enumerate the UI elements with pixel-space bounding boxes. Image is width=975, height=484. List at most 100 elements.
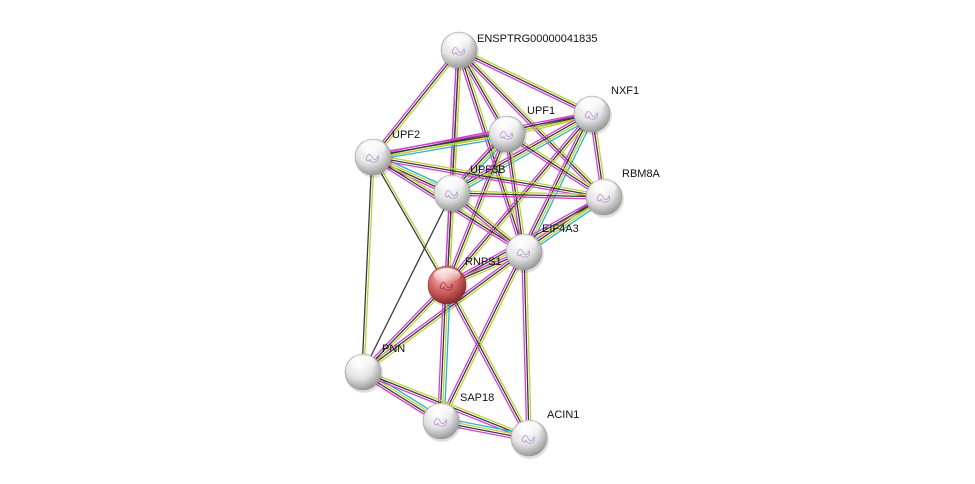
edge-rnps1-acin1[interactable] xyxy=(444,283,532,440)
edge-line-magenta xyxy=(521,252,528,439)
node-eif4a3[interactable]: EIF4A3 xyxy=(505,223,579,273)
node-sap18[interactable]: SAP18 xyxy=(422,392,494,442)
edge-line-green xyxy=(525,251,532,438)
edge-line-black xyxy=(446,133,508,286)
node-label: RBM8A xyxy=(622,168,661,180)
edge-upf1-upf2[interactable] xyxy=(372,130,508,161)
edge-line-black xyxy=(446,113,593,286)
node-upf1[interactable]: UPF1 xyxy=(488,105,555,155)
edge-ensptrg00000041835-upf2[interactable] xyxy=(370,48,462,159)
node-upf2[interactable]: UPF2 xyxy=(354,129,420,178)
edge-nxf1-upf3b[interactable] xyxy=(450,110,594,197)
node-ensptrg00000041835[interactable]: ENSPTRG00000041835 xyxy=(440,31,597,71)
node-label: UPF3B xyxy=(470,164,505,176)
node-upf3b[interactable]: UPF3B xyxy=(433,164,505,214)
node-label: UPF1 xyxy=(527,105,555,117)
edge-line-green xyxy=(459,47,594,113)
edge-line-magenta xyxy=(504,134,523,253)
node-label: RNPS1 xyxy=(465,256,502,268)
edge-line-black xyxy=(451,112,592,193)
node-rbm8a[interactable]: RBM8A xyxy=(585,168,661,218)
node-gloss xyxy=(428,405,454,419)
node-gloss xyxy=(446,34,472,48)
edge-line-green xyxy=(452,114,593,195)
edge-line-magenta xyxy=(360,283,446,371)
edges-layer xyxy=(360,47,607,442)
edge-line-magenta xyxy=(437,284,445,421)
edge-line-black xyxy=(506,133,605,198)
edge-upf3b-rbm8a[interactable] xyxy=(451,190,605,200)
protein-structure-icon xyxy=(499,131,513,140)
node-gloss xyxy=(360,141,386,155)
edge-line-green xyxy=(364,286,450,374)
edge-line-cyan xyxy=(443,285,451,422)
edge-line-black xyxy=(362,192,453,373)
edge-line-magenta xyxy=(457,51,592,117)
edge-rnps1-sap18[interactable] xyxy=(437,284,451,422)
edge-line-green xyxy=(441,285,449,422)
edge-line-black xyxy=(372,156,605,198)
node-gloss xyxy=(579,98,605,112)
edge-line-magenta xyxy=(372,158,604,200)
node-label: ACIN1 xyxy=(547,409,579,421)
edge-rnps1-pnn[interactable] xyxy=(360,283,450,374)
edge-line-magenta xyxy=(451,194,604,200)
edge-line-green xyxy=(442,252,527,423)
edge-line-black xyxy=(440,251,525,422)
edge-line-black xyxy=(458,49,593,115)
edge-line-black xyxy=(362,284,448,373)
node-gloss xyxy=(433,268,461,283)
edge-line-black xyxy=(522,113,592,252)
edge-line-cyan xyxy=(526,115,596,254)
node-gloss xyxy=(350,356,376,370)
edge-line-cyan xyxy=(373,136,508,161)
edge-eif4a3-acin1[interactable] xyxy=(521,251,532,439)
edge-line-black xyxy=(362,251,525,373)
edge-line-green xyxy=(448,134,510,287)
edge-line-green xyxy=(373,134,508,159)
node-label: EIF4A3 xyxy=(542,223,579,235)
edge-upf1-rbm8a[interactable] xyxy=(505,131,606,200)
edge-line-magenta xyxy=(520,112,590,251)
edge-nxf1-eif4a3[interactable] xyxy=(520,112,596,254)
protein-structure-icon xyxy=(584,111,598,120)
edge-upf2-rnps1[interactable] xyxy=(371,156,449,286)
node-label: ENSPTRG00000041835 xyxy=(477,33,597,45)
protein-structure-icon xyxy=(444,190,458,199)
node-gloss xyxy=(511,236,537,250)
edge-line-green xyxy=(373,156,449,285)
protein-structure-icon xyxy=(439,282,453,291)
edge-line-green xyxy=(524,114,594,253)
protein-structure-icon xyxy=(365,154,379,163)
edge-line-black xyxy=(446,284,530,439)
node-nxf1[interactable]: NXF1 xyxy=(573,85,639,135)
edge-upf3b-pnn[interactable] xyxy=(362,192,453,373)
node-acin1[interactable]: ACIN1 xyxy=(510,409,579,459)
edge-line-black xyxy=(361,156,373,372)
edge-line-black xyxy=(372,132,507,157)
edge-upf2-rbm8a[interactable] xyxy=(372,154,605,200)
edge-line-black xyxy=(439,284,447,421)
node-pnn[interactable]: PNN xyxy=(344,343,405,393)
edge-line-green xyxy=(448,115,595,287)
edge-line-green xyxy=(460,47,607,196)
edge-eif4a3-sap18[interactable] xyxy=(438,250,527,423)
edge-line-black xyxy=(523,251,530,439)
edge-line-magenta xyxy=(370,48,458,157)
edge-ensptrg00000041835-nxf1[interactable] xyxy=(457,47,594,117)
edge-line-black xyxy=(458,49,525,253)
node-label: UPF2 xyxy=(392,129,420,141)
node-gloss xyxy=(591,181,617,195)
edge-line-black xyxy=(451,192,605,198)
edge-line-black xyxy=(372,49,460,158)
protein-structure-icon xyxy=(451,47,465,56)
edge-line-green xyxy=(373,154,605,196)
edge-line-magenta xyxy=(372,130,507,155)
edge-line-green xyxy=(507,131,606,196)
node-gloss xyxy=(494,118,520,132)
node-label: SAP18 xyxy=(460,392,494,404)
node-rnps1[interactable]: RNPS1 xyxy=(427,256,502,307)
edge-upf2-pnn[interactable] xyxy=(361,156,375,373)
edge-line-green xyxy=(452,190,605,196)
